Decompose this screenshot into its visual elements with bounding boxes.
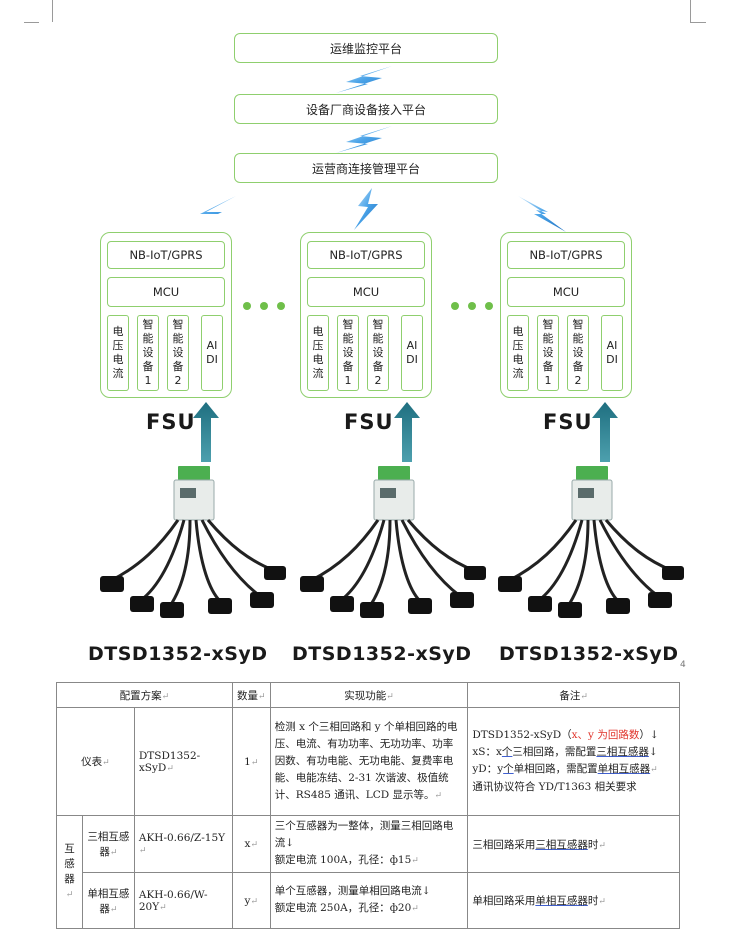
table-row: 单相互感器↵ AKH-0.66/W-20Y↵ y↵ 单个互感器，测量单相回路电流… <box>57 872 680 929</box>
cell-ct3-note: 三相回路采用三相互感器时↵ <box>467 815 680 873</box>
platform-carrier-mgmt: 运营商连接管理平台 <box>234 153 498 183</box>
power-meter-icon <box>100 466 286 618</box>
upload-arrow-icon <box>592 402 618 462</box>
page-mark: 4 <box>680 660 686 670</box>
wireless-links <box>182 66 566 232</box>
table-row: 互感器↵ 三相互感器↵ AKH-0.66/Z-15Y ↵ x↵ 三个互感器为一整… <box>56 815 680 929</box>
cell-ct1-model: AKH-0.66/W-20Y↵ <box>133 872 233 929</box>
cell-meter-model: DTSD1352-xSyD↵ <box>133 707 233 816</box>
meter-model-label: DTSD1352-xSyD <box>499 643 679 665</box>
upload-arrow-icon <box>394 402 420 462</box>
fsu-mcu-module: MCU <box>507 277 625 307</box>
fsu-label: FSU <box>146 410 196 434</box>
cell-ct1-function: 单个互感器，测量单相回路电流↓额定电流 250A，孔径：ф20↵ <box>269 872 469 929</box>
ellipsis-dots <box>243 302 285 310</box>
page-corner-line <box>690 22 706 23</box>
cell-meter-note: DTSD1352-xSyD（x、y 为回路数）↓ xS：x个三相回路，需配置三相… <box>467 707 680 816</box>
upload-arrow-icon <box>193 402 219 462</box>
fsu-label: FSU <box>344 410 394 434</box>
meter-model-label: DTSD1352-xSyD <box>292 643 472 665</box>
wireless-link-icon <box>336 126 392 153</box>
cell-ct3-function: 三个互感器为一整体，测量三相回路电流↓额定电流 100A，孔径：ф15↵ <box>269 815 469 873</box>
header-qty: 数量↵ <box>231 682 271 708</box>
fsu-voltage-current: 电压电流 <box>507 315 529 391</box>
cell-ct-group: 互感器↵ <box>56 815 83 929</box>
header-function: 实现功能↵ <box>269 682 469 708</box>
table-header-row: 配置方案↵ 数量↵ 实现功能↵ 备注↵ <box>56 682 680 708</box>
platform-vendor-access: 设备厂商设备接入平台 <box>234 94 498 124</box>
fsu-label: FSU <box>543 410 593 434</box>
cell-meter-function: 检测 x 个三相回路和 y 个单相回路的电压、电流、有功功率、无功功率、功率因数… <box>269 707 469 816</box>
fsu-comm-module: NB-IoT/GPRS <box>307 241 425 269</box>
cell-ct1-qty: y↵ <box>231 872 271 929</box>
wireless-link-icon <box>182 196 236 232</box>
wireless-link-icon <box>336 66 392 93</box>
cell-ct1-note: 单相回路采用单相互感器时↵ <box>467 872 680 929</box>
header-config: 配置方案↵ <box>56 682 233 708</box>
meter-assemblies <box>100 402 684 618</box>
page-corner-left <box>38 0 53 22</box>
page-corner-right <box>690 0 705 22</box>
wireless-link-icon <box>354 188 378 230</box>
fsu-mcu-module: MCU <box>307 277 425 307</box>
wireless-link-icon <box>518 196 566 232</box>
config-table: 配置方案↵ 数量↵ 实现功能↵ 备注↵ 仪表↵ DTSD1352-xSyD↵ 1… <box>56 682 680 929</box>
cell-meter-name: 仪表↵ <box>56 707 135 816</box>
fsu-mcu-module: MCU <box>107 277 225 307</box>
power-meter-icon <box>300 466 486 618</box>
ellipsis-dots <box>451 302 493 310</box>
platform-ops-monitoring: 运维监控平台 <box>234 33 498 63</box>
table-row: 仪表↵ DTSD1352-xSyD↵ 1↵ 检测 x 个三相回路和 y 个单相回… <box>56 707 680 816</box>
header-note: 备注↵ <box>467 682 680 708</box>
cell-ct3-model: AKH-0.66/Z-15Y ↵ <box>133 815 233 873</box>
fsu-voltage-current: 电压电流 <box>307 315 329 391</box>
cell-ct3-qty: x↵ <box>231 815 271 873</box>
fsu-comm-module: NB-IoT/GPRS <box>107 241 225 269</box>
fsu-comm-module: NB-IoT/GPRS <box>507 241 625 269</box>
cell-ct3-type: 三相互感器↵ <box>81 815 135 873</box>
meter-model-label: DTSD1352-xSyD <box>88 643 268 665</box>
cell-meter-qty: 1↵ <box>231 707 271 816</box>
page-corner-line <box>24 22 39 23</box>
cell-ct1-type: 单相互感器↵ <box>81 872 135 929</box>
power-meter-icon <box>498 466 684 618</box>
fsu-voltage-current: 电压电流 <box>107 315 129 391</box>
